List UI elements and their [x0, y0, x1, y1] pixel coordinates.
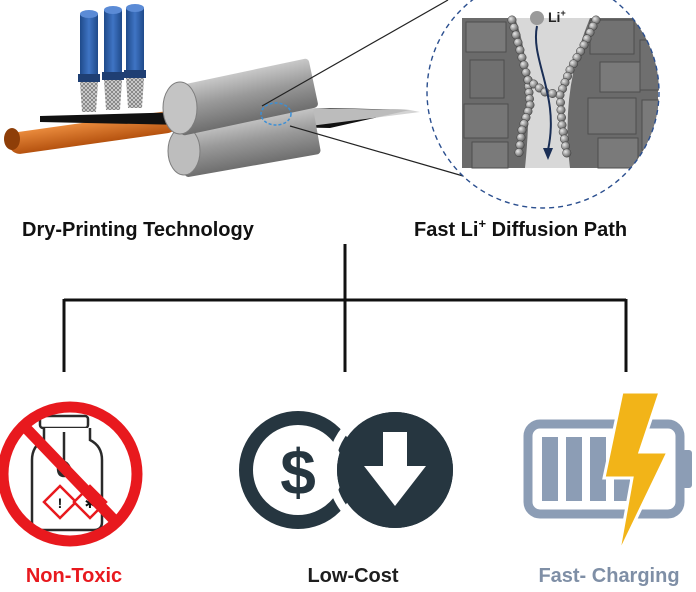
- lithium-path-icon: Li+: [426, 0, 660, 209]
- low-cost-icon: $: [239, 402, 463, 538]
- diffusion-arrow: [534, 25, 552, 151]
- particle: [521, 68, 531, 77]
- dollar-icon: $: [280, 436, 316, 508]
- particle: [507, 15, 517, 25]
- benefit-label-fast-charging: Fast- Charging: [538, 565, 679, 587]
- particle: [556, 98, 565, 107]
- particle: [557, 113, 566, 122]
- particle: [548, 89, 557, 98]
- particle: [513, 38, 523, 47]
- particle: [516, 133, 526, 142]
- down-arrow-icon: [364, 432, 426, 506]
- particle-chains: [507, 15, 601, 158]
- particle: [517, 53, 527, 62]
- zoom-marker: [260, 102, 292, 126]
- hazard-health-icon: ✱: [85, 496, 96, 511]
- benefit-label-non-toxic: Non-Toxic: [26, 565, 122, 587]
- hazard-exclamation-icon: !: [58, 495, 63, 511]
- particle: [515, 140, 525, 150]
- particle: [556, 105, 566, 115]
- particle: [562, 148, 572, 158]
- li-ion-label: Li+: [548, 8, 566, 25]
- particle: [519, 60, 529, 70]
- benefit-label-low-cost: Low-Cost: [307, 565, 398, 587]
- no-toxic-icon: ! ✱: [0, 401, 143, 547]
- upper-roller: [162, 58, 318, 136]
- fast-charging-icon: [523, 390, 692, 557]
- particle: [514, 148, 524, 157]
- particle: [511, 30, 521, 40]
- nozzle-icon: [78, 4, 146, 112]
- roller-press-icon: [4, 4, 420, 177]
- process-title: Dry-Printing Technology: [22, 219, 255, 241]
- particle: [509, 23, 519, 32]
- particle: [515, 45, 525, 55]
- lightning-bolt-icon: [602, 390, 671, 557]
- particle: [517, 125, 527, 135]
- particle: [555, 90, 565, 100]
- tree-connector: [62, 244, 628, 372]
- path-title: Fast Li+ Diffusion Path: [414, 216, 627, 241]
- li-ion: [530, 11, 544, 25]
